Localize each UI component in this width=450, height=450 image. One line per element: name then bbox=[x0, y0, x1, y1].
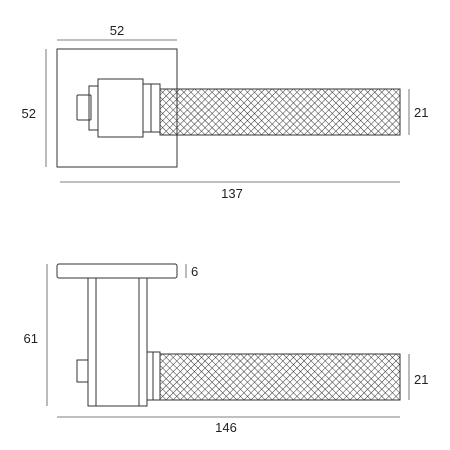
top-rose-width-label: 52 bbox=[110, 23, 124, 38]
top-spindle-cap bbox=[76, 94, 92, 121]
side-lever-thickness-label: 21 bbox=[414, 372, 428, 387]
top-lever-thickness-label: 21 bbox=[414, 105, 428, 120]
top-rose-height-label: 52 bbox=[22, 106, 36, 121]
side-view: 6 61 21 146 bbox=[24, 263, 428, 435]
side-rose-thickness-label: 6 bbox=[191, 264, 198, 279]
top-lever-knurled bbox=[159, 88, 401, 136]
top-collar-body bbox=[97, 78, 144, 138]
top-view: 52 52 21 137 bbox=[22, 23, 429, 201]
side-spindle-cap bbox=[76, 359, 89, 383]
side-rose-plate bbox=[56, 263, 178, 279]
top-collar-ring bbox=[88, 85, 99, 131]
side-height-label: 61 bbox=[24, 331, 38, 346]
top-total-length-label: 137 bbox=[221, 186, 243, 201]
side-lever-knurled bbox=[159, 353, 401, 401]
top-rose-plate bbox=[56, 48, 178, 168]
side-total-length-label: 146 bbox=[215, 420, 237, 435]
side-body-outer bbox=[87, 277, 148, 407]
